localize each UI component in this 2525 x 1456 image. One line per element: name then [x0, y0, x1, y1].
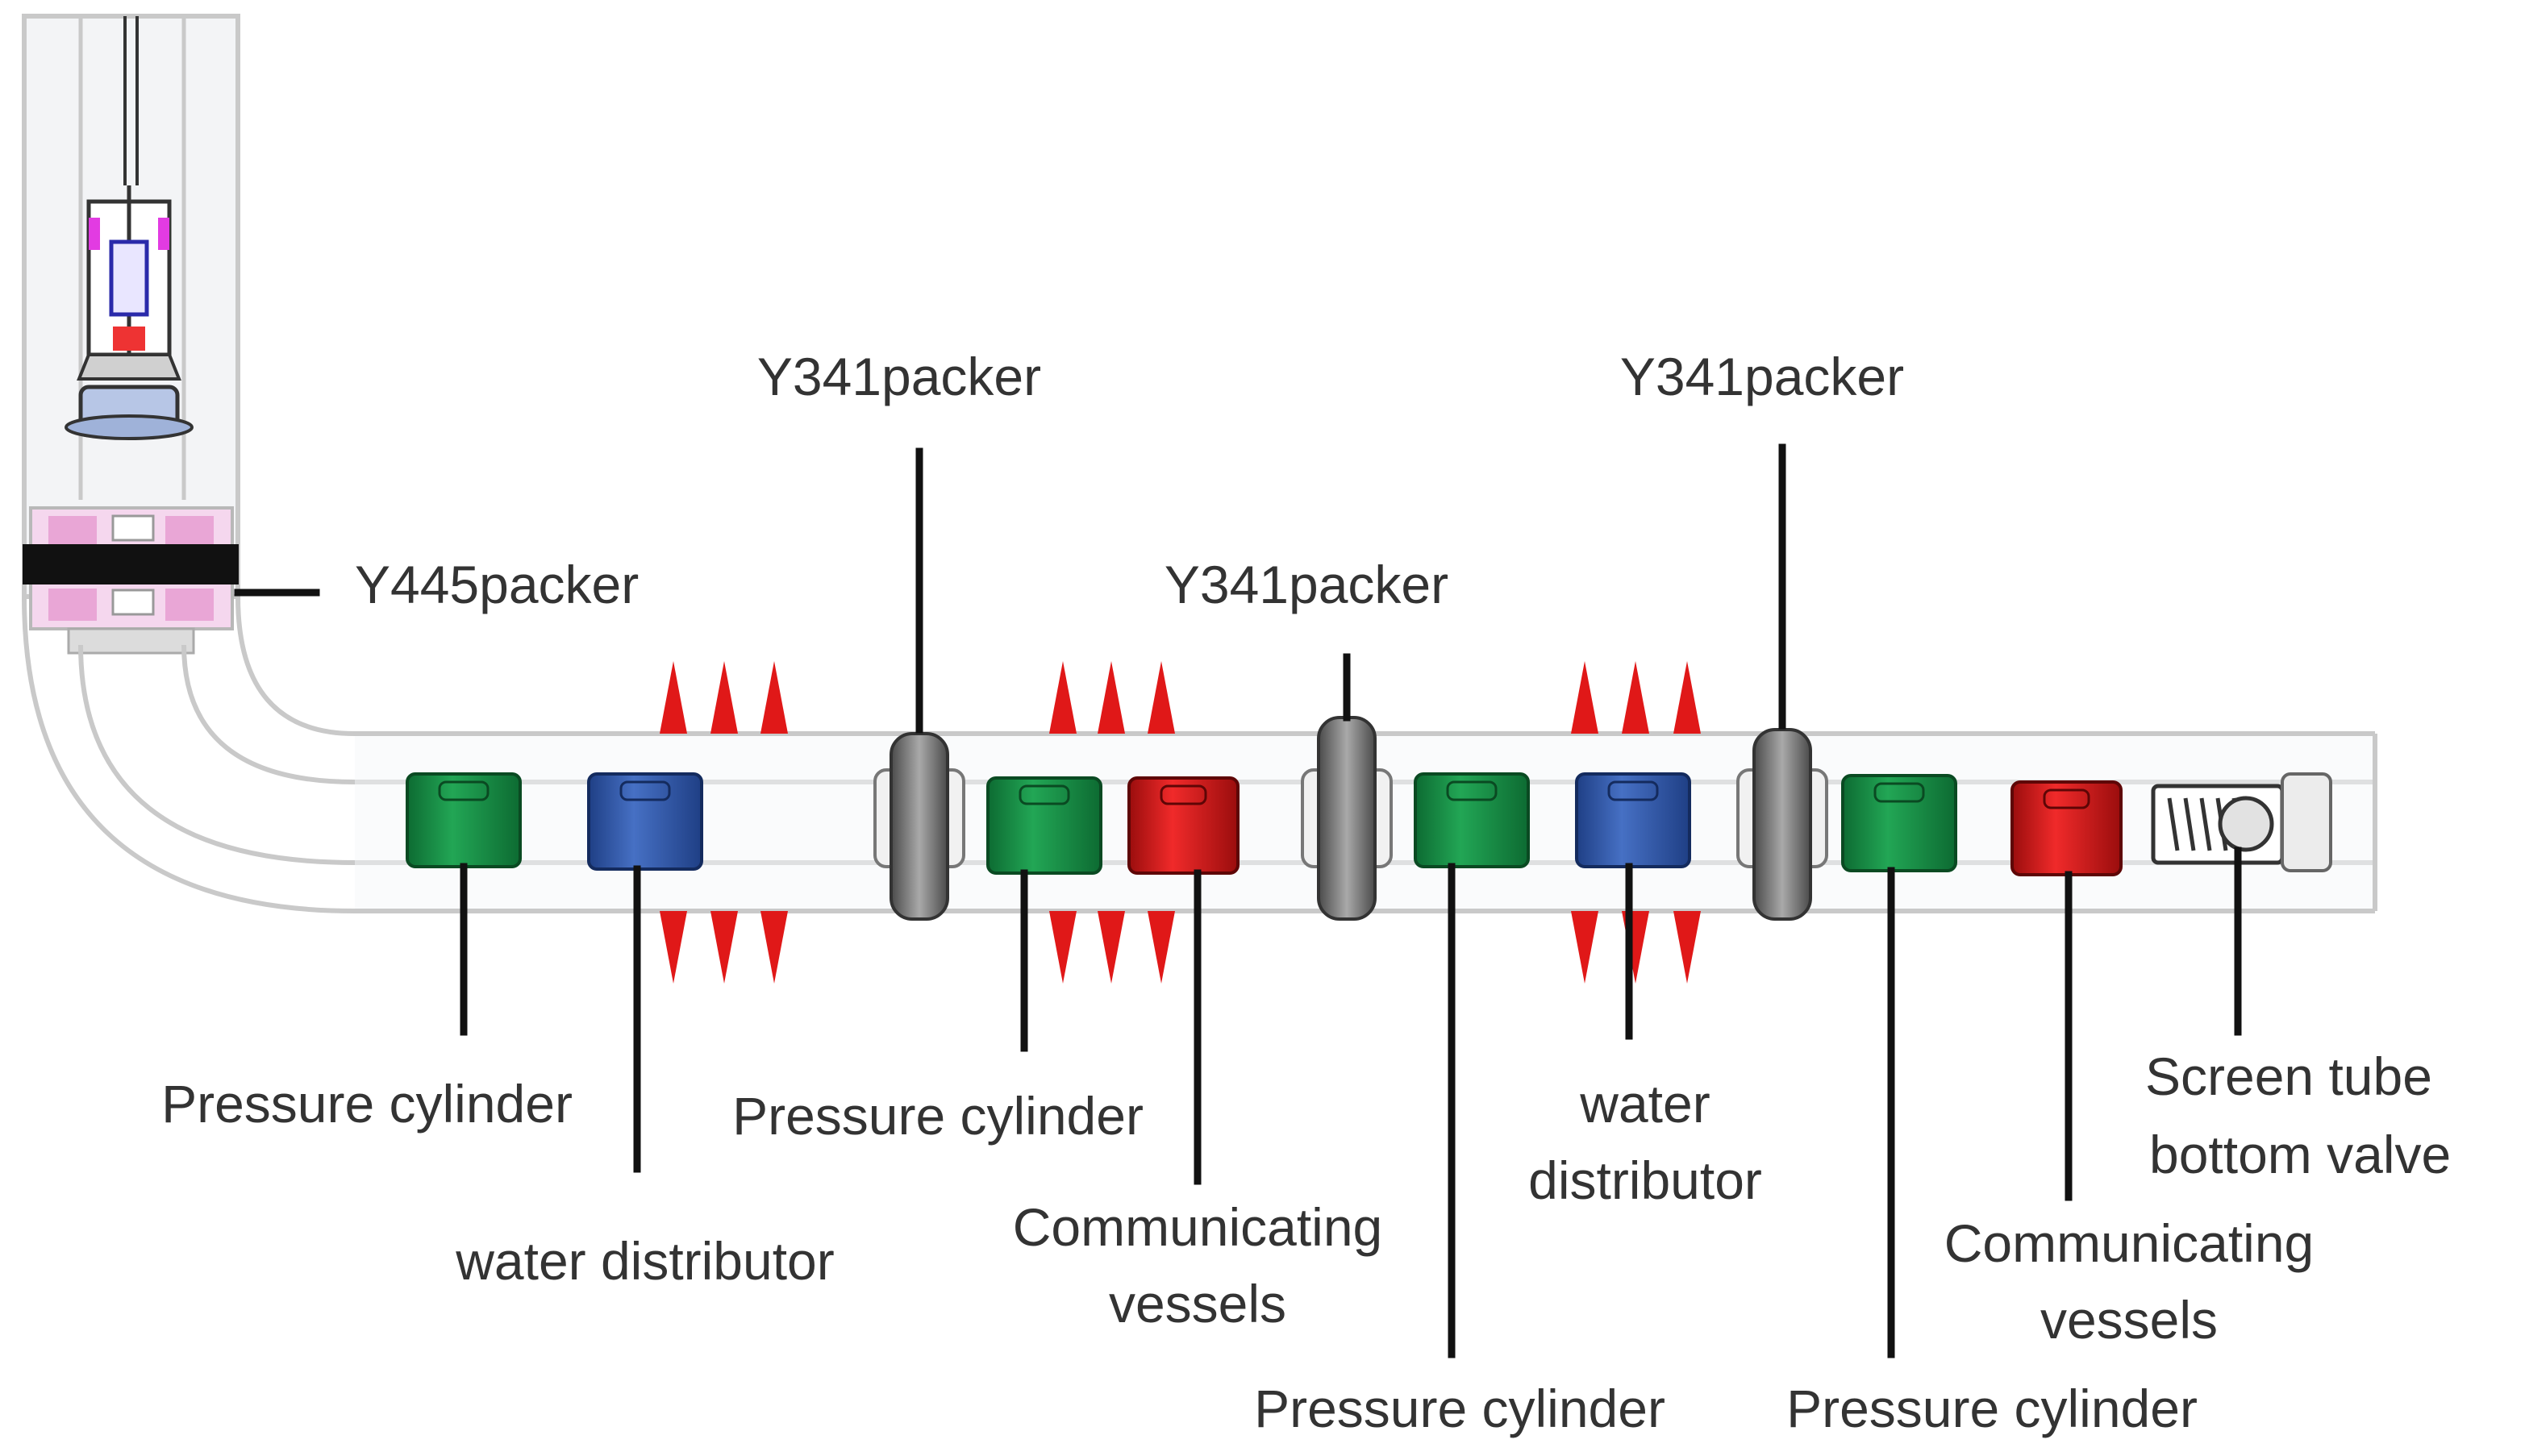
water-distributor-1: [587, 772, 703, 871]
label-water-distributor-1: water distributor: [455, 1231, 835, 1291]
label-communicating-vessels-2-line2: vessels: [2040, 1290, 2218, 1350]
label-screen-tube-line2: bottom valve: [2149, 1125, 2451, 1184]
water-distributor-2: [1575, 772, 1691, 868]
label-pressure-cylinder-2: Pressure cylinder: [732, 1086, 1144, 1146]
pressure-cylinder-3: [1414, 772, 1530, 868]
label-y341-packer-3: Y341packer: [1620, 347, 1904, 406]
downhole-tool: [65, 185, 194, 440]
label-pressure-cylinder-1: Pressure cylinder: [161, 1074, 573, 1134]
flow-arrow-up-2-2: [1098, 661, 1125, 734]
label-pressure-cylinder-4: Pressure cylinder: [1786, 1379, 2198, 1438]
y341-packer-3: [1736, 728, 1828, 921]
flow-arrow-up-1-3: [760, 661, 788, 734]
label-y445-packer: Y445packer: [355, 555, 639, 614]
label-y341-packer-2: Y341packer: [1165, 555, 1448, 614]
communicating-vessels-1: [1127, 776, 1240, 875]
label-communicating-vessels-2-line1: Communicating: [1944, 1213, 2315, 1273]
label-water-distributor-2-line1: water: [1579, 1074, 1710, 1134]
flow-arrow-up-2-3: [1148, 661, 1175, 734]
flow-arrow-up-3-3: [1673, 661, 1701, 734]
horizontal-tubing: [22, 596, 2377, 913]
flow-arrow-down-1-3: [760, 911, 788, 984]
y445-packer: [23, 506, 239, 655]
screen-tube-bottom-valve: [2151, 772, 2332, 872]
label-communicating-vessels-1-line2: vessels: [1109, 1274, 1286, 1333]
flow-arrow-up-1-2: [710, 661, 738, 734]
flow-arrow-up-3-1: [1571, 661, 1598, 734]
pressure-cylinder-4: [1841, 774, 1957, 872]
flow-arrow-down-2-1: [1049, 911, 1077, 984]
flow-arrow-down-1-1: [660, 911, 687, 984]
flow-arrow-up-1-1: [660, 661, 687, 734]
flow-arrow-up-2-1: [1049, 661, 1077, 734]
communicating-vessels-2: [2010, 780, 2123, 876]
flow-arrows: [660, 661, 1701, 984]
flow-arrow-up-3-2: [1622, 661, 1649, 734]
flow-arrow-down-2-3: [1148, 911, 1175, 984]
y341-packer-2: [1301, 716, 1393, 921]
pressure-cylinder-2: [986, 776, 1102, 875]
flow-arrow-down-1-2: [710, 911, 738, 984]
label-y341-packer-1: Y341packer: [757, 347, 1041, 406]
y341-packer-1: [873, 732, 965, 921]
label-communicating-vessels-1-line1: Communicating: [1013, 1197, 1383, 1257]
leader-lines: [234, 443, 2242, 1358]
pressure-cylinder-1: [406, 772, 522, 868]
label-screen-tube-line1: Screen tube: [2145, 1046, 2432, 1106]
flow-arrow-down-3-1: [1571, 911, 1598, 984]
flow-arrow-down-3-3: [1673, 911, 1701, 984]
label-pressure-cylinder-3: Pressure cylinder: [1254, 1379, 1665, 1438]
labels: Y445packer Y341packer Y341packer Y341pac…: [161, 347, 2451, 1438]
label-water-distributor-2-line2: distributor: [1528, 1150, 1762, 1210]
flow-arrow-down-2-2: [1098, 911, 1125, 984]
